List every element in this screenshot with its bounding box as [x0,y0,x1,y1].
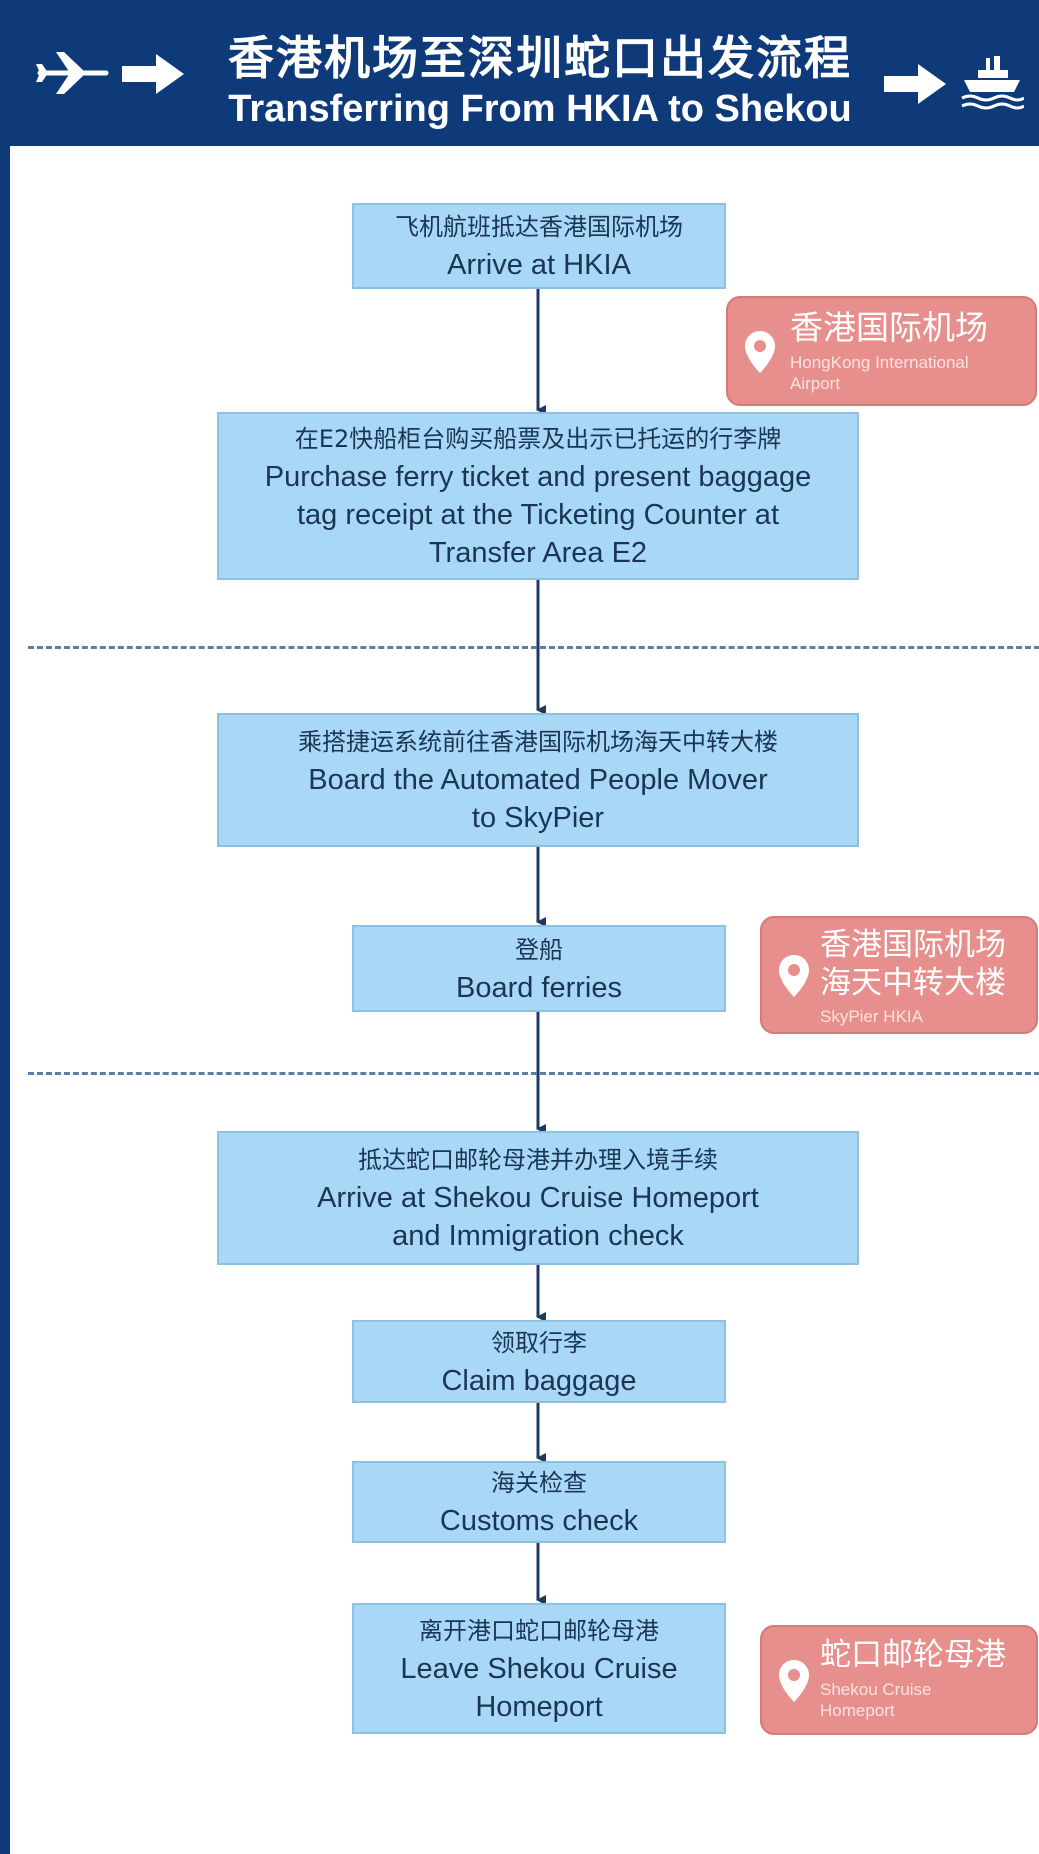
arrow-right-icon [122,54,184,94]
step-label-en: Board the Automated People Mover [308,764,768,796]
step-label-zh: 领取行李 [491,1328,587,1357]
location-name-en: Shekou Cruise [820,1680,932,1699]
step-label-en: to SkyPier [471,802,605,834]
step-label-en: tag receipt at the Ticketing Counter at [297,499,779,531]
location-name-zh: 香港国际机场 [820,927,1006,963]
step-leave-homeport: 离开港口蛇口邮轮母港 Leave Shekou Cruise Homeport [352,1603,726,1734]
step-label-en: Claim baggage [441,1364,637,1397]
location-name-zh: 蛇口邮轮母港 [820,1637,1006,1673]
step-label-zh: 乘搭捷运系统前往香港国际机场海天中转大楼 [298,728,778,756]
location-tag-skypier: 香港国际机场 海天中转大楼 SkyPier HKIA [760,916,1038,1034]
step-label-zh: 登船 [515,935,563,964]
step-customs-check: 海关检查 Customs check [352,1461,726,1543]
location-tag-shekou: 蛇口邮轮母港 Shekou Cruise Homeport [760,1625,1038,1735]
step-label-en: and Immigration check [392,1220,684,1252]
title-english: Transferring From HKIA to Shekou [228,88,852,130]
ferry-icon [961,56,1024,110]
step-label-en: Board ferries [455,971,622,1004]
location-name-en: HongKong International [790,353,969,372]
section-divider [28,1072,1039,1075]
title-chinese: 香港机场至深圳蛇口出发流程 [228,31,852,85]
step-label-zh: 在E2快船柜台购买船票及出示已托运的行李牌 [294,425,782,453]
step-purchase-ferry-ticket: 在E2快船柜台购买船票及出示已托运的行李牌 Purchase ferry tic… [217,412,859,580]
location-name-en: Airport [790,374,841,393]
step-label-en: Purchase ferry ticket and present baggag… [264,461,812,493]
step-arrive-shekou: 抵达蛇口邮轮母港并办理入境手续 Arrive at Shekou Cruise … [217,1131,859,1265]
location-pin-icon [779,955,809,997]
step-arrive-hkia: 飞机航班抵达香港国际机场 Arrive at HKIA [352,203,726,289]
location-name-en: SkyPier HKIA [820,1007,923,1026]
step-label-en: Arrive at Shekou Cruise Homeport [317,1182,759,1214]
connector-arrows [536,289,546,1605]
step-board-ferries: 登船 Board ferries [352,925,726,1012]
step-label-zh: 海关检查 [491,1469,587,1497]
step-label-zh: 离开港口蛇口邮轮母港 [419,1616,659,1645]
step-label-en: Customs check [439,1505,639,1537]
location-name-zh: 海天中转大楼 [820,965,1006,1001]
airplane-icon [36,52,109,94]
header-banner: 香港机场至深圳蛇口出发流程 Transferring From HKIA to … [10,0,1039,146]
location-pin-icon [779,1660,809,1702]
location-name-zh: 香港国际机场 [790,308,988,347]
step-label-en: Homeport [475,1690,603,1723]
arrow-right-icon [884,64,946,104]
step-label-zh: 飞机航班抵达香港国际机场 [395,213,683,241]
step-label-en: Transfer Area E2 [428,537,648,569]
location-name-en: Homeport [820,1701,895,1720]
section-divider [28,646,1039,649]
step-label-en: Arrive at HKIA [447,249,631,281]
location-pin-icon [745,331,775,373]
step-board-people-mover: 乘搭捷运系统前往香港国际机场海天中转大楼 Board the Automated… [217,713,859,847]
step-claim-baggage: 领取行李 Claim baggage [352,1320,726,1403]
step-label-en: Leave Shekou Cruise [400,1652,678,1685]
location-tag-hkia: 香港国际机场 HongKong International Airport [726,296,1037,406]
step-label-zh: 抵达蛇口邮轮母港并办理入境手续 [358,1146,718,1174]
